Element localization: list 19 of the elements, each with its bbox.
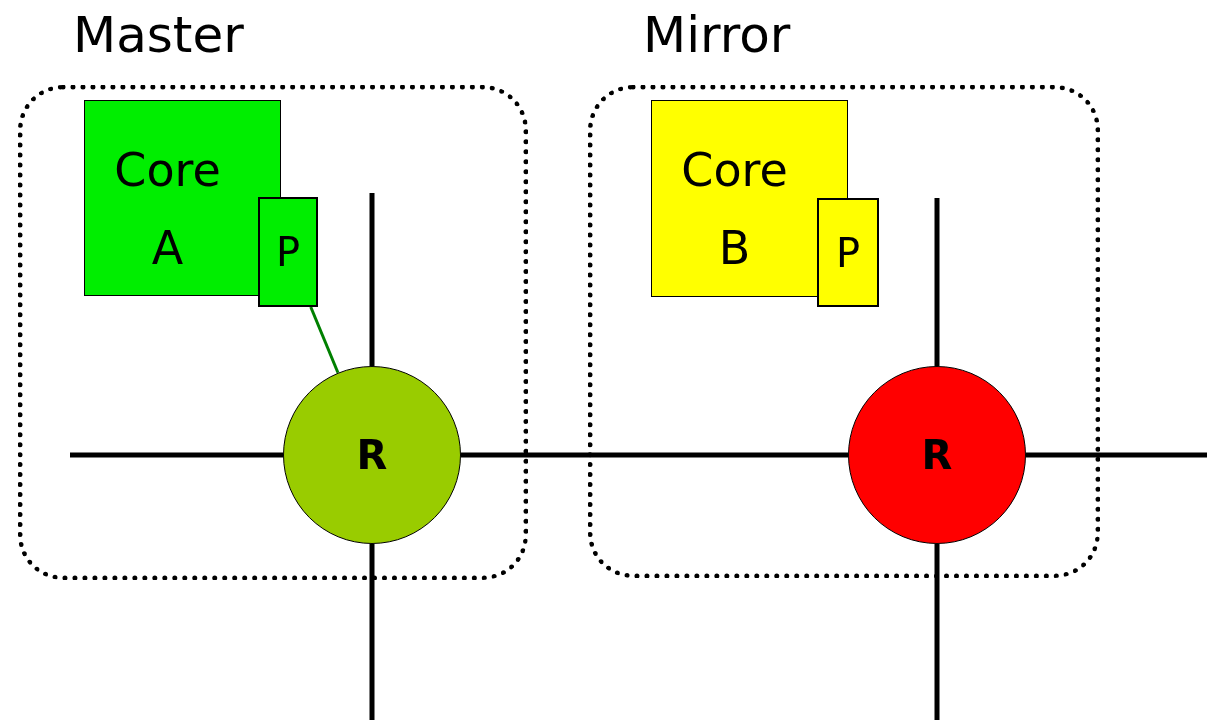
port-box (258, 197, 318, 307)
port-label: P (275, 229, 301, 275)
core-label: Core B (680, 142, 789, 277)
router-label: R (921, 432, 953, 478)
link-line (934, 198, 940, 366)
group-heading: Mirror (643, 10, 791, 60)
link-line (70, 452, 283, 458)
port-box (817, 198, 879, 307)
core-box (84, 100, 281, 296)
link-line (461, 452, 848, 458)
link-line (369, 544, 375, 720)
link-line (1026, 452, 1207, 458)
port-label: P (835, 229, 861, 276)
link-line (934, 544, 940, 720)
core-label: Core A (113, 142, 222, 277)
connector-line (309, 306, 340, 374)
group-heading: Master (73, 10, 244, 60)
router-label: R (356, 432, 388, 478)
link-line (369, 193, 375, 366)
